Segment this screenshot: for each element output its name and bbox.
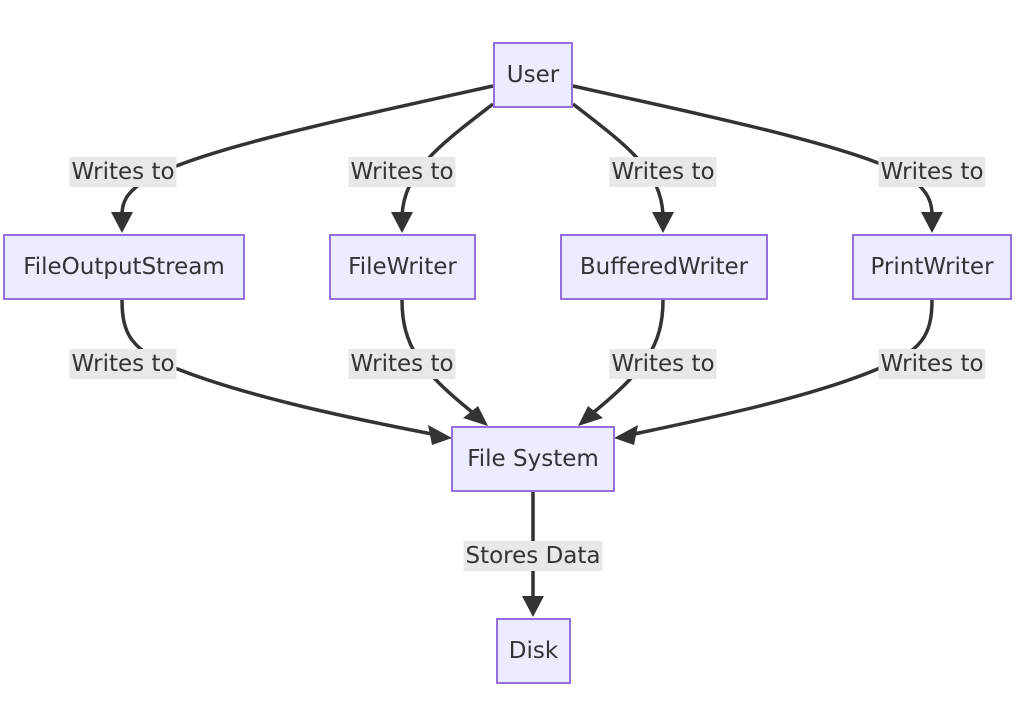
- arrowhead-printwriter: [921, 212, 943, 233]
- node-user: User: [493, 42, 573, 108]
- node-disk: Disk: [496, 618, 571, 684]
- arrowhead-fs-left-outer: [428, 425, 452, 445]
- edge-label: Writes to: [69, 349, 177, 379]
- edge-printwriter-to-filesystem: [633, 299, 934, 436]
- edge-label: Writes to: [348, 349, 456, 379]
- node-fileoutputstream: FileOutputStream: [3, 234, 245, 300]
- edge-user-to-printwriter: [572, 84, 934, 216]
- arrowhead-fs-right-outer: [614, 425, 638, 445]
- arrowhead-filewriter: [391, 212, 413, 233]
- edge-label: Writes to: [348, 157, 456, 187]
- edge-label: Writes to: [609, 157, 717, 187]
- arrowhead-disk: [522, 596, 544, 617]
- arrowhead-bufferedwriter: [652, 212, 674, 233]
- edge-fileoutputstream-to-filesystem: [120, 299, 433, 436]
- arrowhead-fs-left-inner: [463, 406, 488, 426]
- arrowhead-fileoutputstream: [111, 212, 133, 233]
- edge-label: Writes to: [69, 157, 177, 187]
- node-bufferedwriter: BufferedWriter: [560, 234, 768, 300]
- node-printwriter: PrintWriter: [852, 234, 1012, 300]
- edge-label: Stores Data: [463, 541, 603, 571]
- edge-label: Writes to: [878, 157, 986, 187]
- edge-user-to-fileoutputstream: [120, 84, 494, 216]
- arrowhead-fs-right-inner: [578, 406, 603, 426]
- edge-label: Writes to: [609, 349, 717, 379]
- node-filewriter: FileWriter: [329, 234, 476, 300]
- node-file-system: File System: [451, 426, 615, 492]
- edge-label: Writes to: [878, 349, 986, 379]
